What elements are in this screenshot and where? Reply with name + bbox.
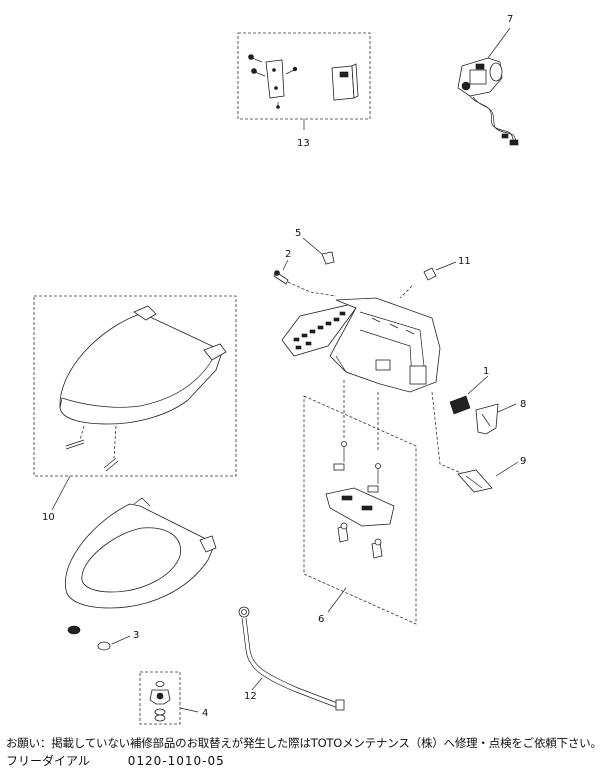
- part-9-nozzle-cover: [431, 391, 519, 493]
- hinge-pin-icon: [65, 439, 119, 472]
- free-dial-number: 0120-1010-05: [127, 754, 225, 768]
- part-label-3: 3: [133, 630, 139, 641]
- part-label-9: 9: [520, 456, 526, 467]
- part-8-cover: [475, 403, 517, 435]
- toilet-seat: [64, 497, 217, 651]
- part-13-bracket-kit: [237, 32, 371, 130]
- part-label-2: 2: [285, 249, 291, 260]
- part-label-4: 4: [202, 708, 208, 719]
- part-5-clip: [302, 237, 335, 265]
- free-dial-label: フリーダイアル: [6, 754, 90, 768]
- footer-free-dial: フリーダイアル 0120-1010-05: [6, 752, 225, 769]
- part-6-mounting-kit: [303, 380, 417, 625]
- part-4-fittings: [139, 671, 199, 725]
- part-label-1: 1: [483, 366, 489, 377]
- part-label-10: 10: [42, 512, 55, 523]
- main-unit-body: [281, 281, 441, 393]
- footer-repair-note: お願い：掲載していない補修部品のお取替えが発生した際はTOTOメンテナンス（株）…: [6, 736, 600, 750]
- screw-icon: [248, 54, 266, 77]
- part-7-valve-unit: [457, 27, 519, 146]
- part-label-13: 13: [297, 138, 310, 149]
- part-label-12: 12: [244, 691, 257, 702]
- part-label-6: 6: [318, 614, 324, 625]
- part-label-8: 8: [520, 399, 526, 410]
- part-10-lid: [33, 295, 237, 511]
- part-11-clip: [423, 261, 457, 281]
- part-label-11: 11: [458, 256, 471, 267]
- control-panel-buttons: [293, 311, 346, 350]
- bolt-icon: [341, 441, 381, 484]
- part-2-screw: [273, 259, 289, 285]
- part-1-filter: [449, 375, 489, 415]
- part-label-5: 5: [295, 228, 301, 239]
- part-label-7: 7: [507, 14, 513, 25]
- part-number-labels: 7 13 5 2 11 1 8 9 10 6 3 12 4: [42, 14, 526, 719]
- part-12-supply-hose: [238, 606, 345, 711]
